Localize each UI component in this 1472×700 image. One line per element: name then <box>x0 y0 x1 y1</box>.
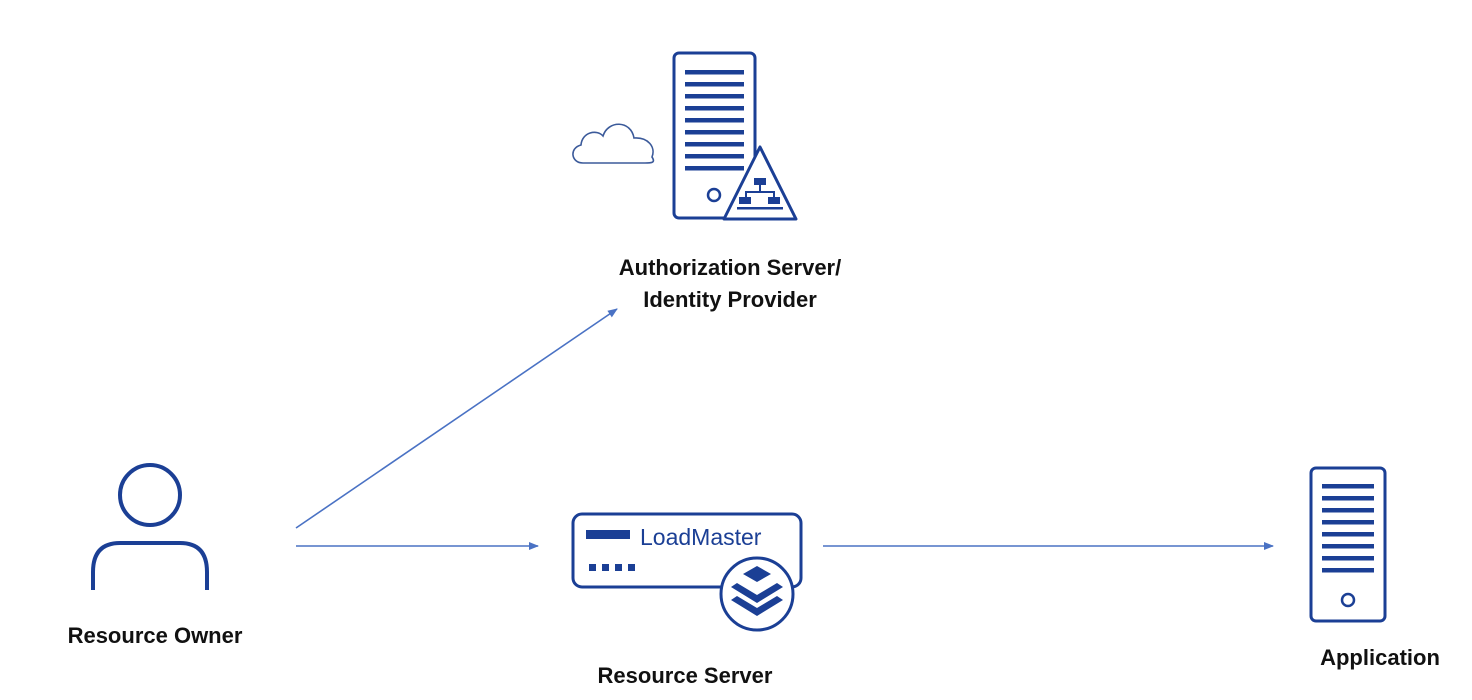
authorization-server-label-line1: Authorization Server/ <box>618 255 842 280</box>
server-tower-icon <box>672 51 757 220</box>
network-warning-icon <box>722 145 798 221</box>
resource-server-label: Resource Server <box>597 663 773 688</box>
server-tower-icon <box>1309 466 1387 623</box>
resource-server-node: LoadMaster <box>571 512 803 632</box>
resource-owner-node <box>91 463 209 590</box>
resource-owner-label: Resource Owner <box>67 623 243 648</box>
authorization-server-node <box>572 51 798 221</box>
authorization-server-label: Authorization Server/ Identity Provider <box>560 252 900 316</box>
application-node <box>1309 466 1387 623</box>
authorization-server-label-line2: Identity Provider <box>643 287 817 312</box>
layers-badge-icon <box>719 556 795 632</box>
application-label: Application <box>1320 645 1440 670</box>
cloud-icon <box>572 123 655 164</box>
user-icon <box>91 463 209 590</box>
loadmaster-device-label: LoadMaster <box>640 524 762 550</box>
edge-owner-to-authorization-server <box>295 308 618 529</box>
